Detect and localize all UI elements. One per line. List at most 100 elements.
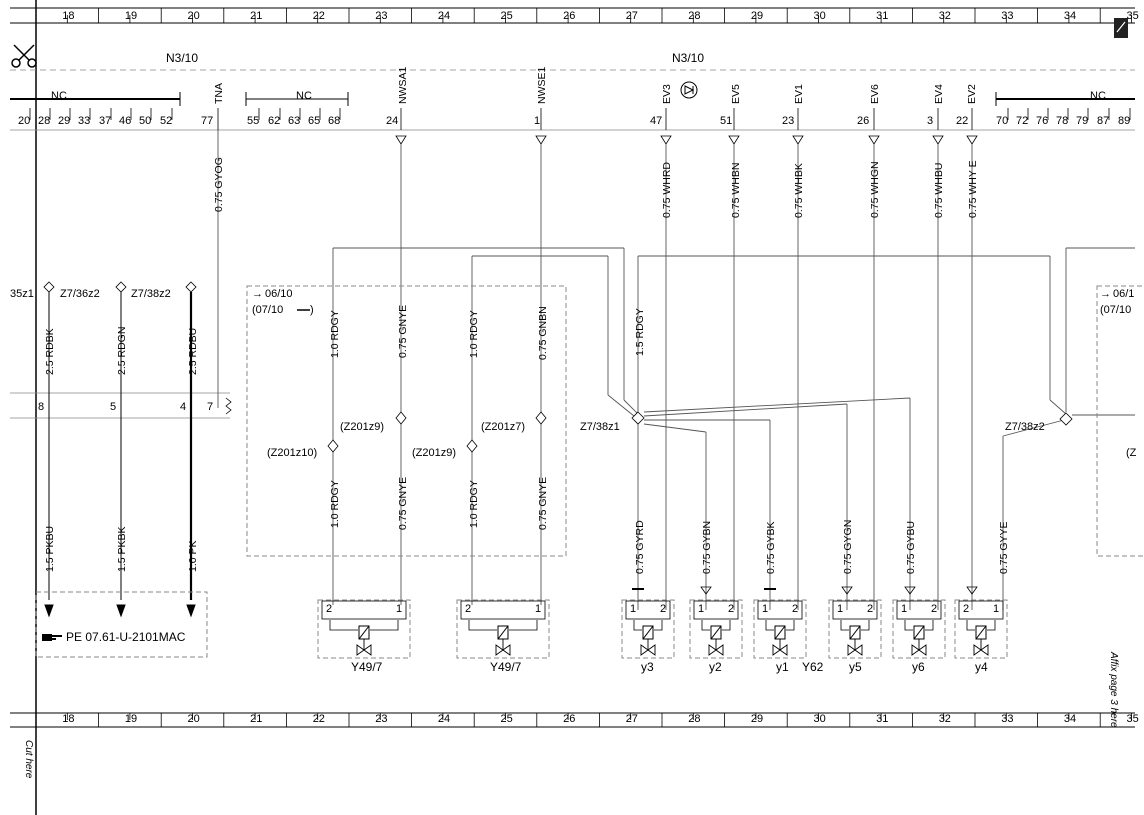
box-right-ref-1[interactable]: 06/1 — [1113, 288, 1134, 300]
nc-pin: 62 — [268, 115, 280, 127]
wire-whbu: 0.75 WHBU — [933, 163, 945, 218]
connector-terminals — [217, 108, 978, 145]
grid-number-bottom: 35 — [1127, 713, 1139, 725]
reference-text[interactable]: PE 07.61-U-2101MAC — [66, 630, 186, 644]
nc-pin: 78 — [1056, 115, 1068, 127]
nc-pin: 89 — [1118, 115, 1130, 127]
grid-number-top: 27 — [626, 10, 638, 22]
box-ref-1[interactable]: 06/10 — [265, 288, 293, 300]
grid-number-bottom: 20 — [188, 713, 200, 725]
grid-number-top: 35 — [1127, 10, 1139, 22]
wire-2.5-rdgn: 2.5 RDGN — [116, 327, 128, 375]
grid-number-bottom: 33 — [1001, 713, 1013, 725]
wire-box-1: 1.0 RDGY — [329, 310, 341, 358]
box-arrow: → — [252, 288, 263, 300]
valve-pin: 1 — [837, 603, 843, 615]
signal-ev5: EV5 — [730, 84, 742, 104]
signal-nwsa1: NWSA1 — [397, 67, 409, 105]
box-right-ref-2[interactable]: (07/10 — [1100, 304, 1131, 316]
wire-2.5-rdbu: 2.5 RDBU — [187, 328, 199, 375]
box-ref-close: ) — [310, 304, 314, 316]
wire-gyrd: 0.75 GYRD — [634, 520, 646, 574]
grid-number-bottom: 25 — [501, 713, 513, 725]
valve-pin: 1 — [901, 603, 907, 615]
grid-number-top: 18 — [62, 10, 74, 22]
valve-y49-7-left: Y49/7 — [351, 660, 383, 674]
wire-2.5-rdbk: 2.5 RDBK — [44, 328, 56, 375]
splice-diamonds — [43, 281, 1073, 453]
grid-number-bottom: 34 — [1064, 713, 1076, 725]
wire-gygn: 0.75 GYGN — [842, 520, 854, 574]
signal-ev3: EV3 — [661, 84, 673, 104]
valve-y1: y1 — [776, 660, 789, 674]
grid-number-top: 19 — [125, 10, 137, 22]
grid-number-top: 26 — [563, 10, 575, 22]
scissors-icon — [11, 44, 37, 68]
wire-box-6: 0.75 GNYE — [397, 477, 409, 530]
pin-nwsa1: 24 — [386, 115, 398, 127]
wire-box-8: 0.75 GNYE — [537, 477, 549, 530]
grid-number-top: 30 — [814, 10, 826, 22]
grid-number-top: 24 — [438, 10, 450, 22]
pin-8: 8 — [38, 401, 44, 413]
grid-number-top: 33 — [1001, 10, 1013, 22]
grid-number-top: 23 — [375, 10, 387, 22]
grid-number-top: 34 — [1064, 10, 1076, 22]
nc-pin: 46 — [119, 115, 131, 127]
nc-pin: 50 — [139, 115, 151, 127]
splice-z7-38z1: Z7/38z1 — [580, 421, 620, 433]
pin-ev2: 22 — [956, 115, 968, 127]
wire-box-3: 1.0 RDGY — [468, 310, 480, 358]
nc-pin: 72 — [1016, 115, 1028, 127]
valve-y49-7-right: Y49/7 — [490, 660, 522, 674]
splice-z7-38z2-right: Z7/38z2 — [1005, 421, 1045, 433]
nc-pin: 87 — [1097, 115, 1109, 127]
splice-z7-38z2-left: Z7/38z2 — [131, 288, 171, 300]
wire-whbk: 0.75 WHBK — [793, 163, 805, 218]
nc-pin: 68 — [328, 115, 340, 127]
grid-number-top: 32 — [939, 10, 951, 22]
pin-5: 5 — [110, 401, 116, 413]
signal-ev4: EV4 — [933, 84, 945, 104]
grid-number-top: 20 — [188, 10, 200, 22]
box-ref-2[interactable]: (07/10 — [252, 304, 283, 316]
signal-ev1: EV1 — [793, 84, 805, 104]
grid-number-bottom: 32 — [939, 713, 951, 725]
nc-pin: 70 — [996, 115, 1008, 127]
nc-pin: 33 — [78, 115, 90, 127]
valve-pin: 2 — [792, 603, 798, 615]
nc-label-1: NC — [51, 90, 67, 102]
wire-gybk: 0.75 GYBK — [765, 521, 777, 574]
valve-y62: Y62 — [802, 660, 824, 674]
valve-pin: 1 — [396, 603, 402, 615]
nc-pin: 63 — [288, 115, 300, 127]
splice-z201z9-b: (Z201z9) — [412, 447, 456, 459]
grid-number-bottom: 23 — [375, 713, 387, 725]
nc-pin: 55 — [247, 115, 259, 127]
valve-y4: y4 — [975, 660, 988, 674]
signal-ev2: EV2 — [966, 84, 978, 104]
grid-number-top: 31 — [876, 10, 888, 22]
valve-terminals — [632, 586, 978, 595]
wire-whrd: 0.75 WHRD — [661, 162, 673, 218]
connector-title-right: N3/10 — [672, 51, 704, 65]
splice-z201z7: (Z201z7) — [481, 421, 525, 433]
grid-number-bottom: 30 — [814, 713, 826, 725]
nc-pin: 52 — [160, 115, 172, 127]
box-right-arrow: → — [1100, 288, 1111, 300]
pin-4: 4 — [180, 401, 186, 413]
component-box-right — [1096, 285, 1144, 557]
grid-number-top: 28 — [688, 10, 700, 22]
signal-ev6: EV6 — [869, 84, 881, 104]
valve-pin: 2 — [867, 603, 873, 615]
wire-1.5-pkbk: 1.5 PKBK — [116, 526, 128, 572]
left-wires — [44, 292, 232, 618]
pin-ev6: 26 — [857, 115, 869, 127]
